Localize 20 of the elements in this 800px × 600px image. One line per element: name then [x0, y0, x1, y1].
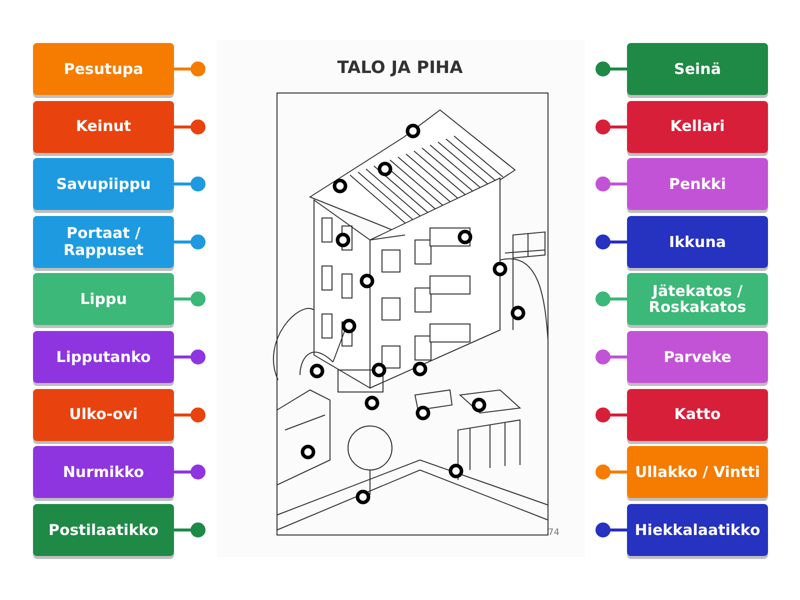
label-tile: Katto [627, 388, 768, 441]
label-tile: Portaat / Rappuset [33, 216, 174, 268]
label-tile: Jätekatos / Roskakatos [627, 273, 768, 326]
page-number: 74 [548, 528, 560, 538]
label-tile: Nurmikko [33, 446, 174, 498]
label-tile: Savupiippu [33, 158, 174, 210]
worksheet-title: TALO JA PIHA [337, 58, 463, 78]
label-tile: Lipputanko [33, 331, 174, 383]
label-tile: Lippu [33, 273, 174, 326]
label-tile: Ullakko / Vintti [627, 446, 768, 498]
label-tile: Penkki [627, 158, 768, 210]
label-tile: Pesutupa [33, 43, 174, 95]
label-tile: Postilaatikko [33, 504, 174, 556]
label-tile: Seinä [627, 43, 768, 95]
label-tile: Ulko-ovi [33, 388, 174, 441]
label-tile: Keinut [33, 100, 174, 153]
label-tile: Ikkuna [627, 216, 768, 268]
label-tile: Kellari [627, 100, 768, 153]
label-tile: Hiekkalaatikko [627, 504, 768, 556]
label-tile: Parveke [627, 331, 768, 383]
